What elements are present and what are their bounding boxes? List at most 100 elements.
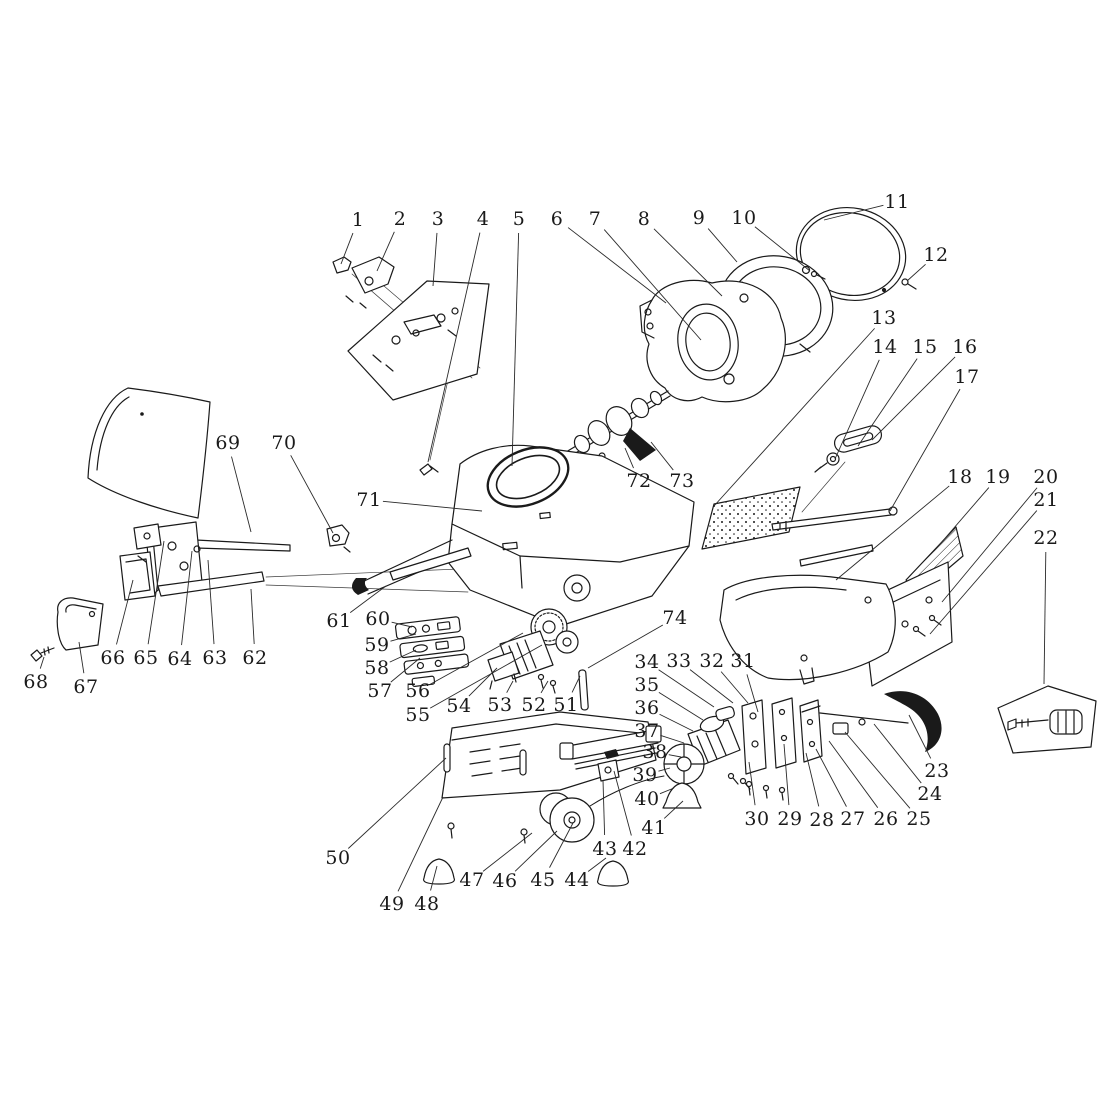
screw-68 — [30, 646, 55, 662]
small-plate — [56, 597, 104, 651]
part-number-10: 10 — [731, 207, 756, 229]
part-number-47: 47 — [459, 869, 484, 891]
part-number-38: 38 — [642, 741, 667, 763]
leader-line-46 — [514, 830, 558, 872]
leader-line-41 — [663, 800, 684, 819]
leader-line-68 — [39, 656, 45, 669]
leader-line-61 — [349, 585, 387, 613]
leader-line-19 — [933, 487, 990, 552]
leader-line-73 — [650, 441, 674, 471]
leader-line-56 — [430, 632, 524, 685]
leader-line-31 — [746, 674, 759, 713]
part-number-66: 66 — [100, 647, 125, 669]
part-number-42: 42 — [622, 838, 647, 860]
part-number-24: 24 — [917, 783, 942, 805]
part-number-51: 51 — [553, 694, 578, 716]
part-number-39: 39 — [632, 764, 657, 786]
leader-line-22 — [1043, 551, 1047, 685]
leader-line-51 — [571, 675, 581, 693]
tension-handle — [819, 691, 942, 752]
part-number-30: 30 — [744, 808, 769, 830]
part-number-48: 48 — [414, 893, 439, 915]
crank-assembly — [565, 390, 671, 461]
leader-line-4 — [427, 232, 481, 463]
leader-line-10 — [754, 226, 811, 272]
part-number-63: 63 — [202, 647, 227, 669]
leader-line-13 — [713, 328, 875, 507]
part-number-67: 67 — [73, 676, 98, 698]
leader-line-43 — [602, 779, 606, 836]
part-number-61: 61 — [326, 610, 351, 632]
leader-line-9 — [707, 228, 738, 263]
leader-line-70 — [290, 455, 334, 534]
leader-line-38 — [668, 754, 682, 758]
top-plate — [347, 280, 490, 401]
part-number-60: 60 — [365, 608, 390, 630]
part-number-8: 8 — [638, 208, 651, 230]
part-number-15: 15 — [912, 336, 937, 358]
base-plate — [441, 711, 662, 844]
leader-line-30 — [748, 761, 756, 806]
leader-line-64 — [181, 550, 193, 646]
part-number-20: 20 — [1033, 466, 1058, 488]
part-number-17: 17 — [954, 366, 979, 388]
part-number-28: 28 — [809, 809, 834, 831]
part-number-16: 16 — [952, 336, 977, 358]
leader-line-66 — [116, 579, 134, 645]
leader-line-16 — [871, 356, 956, 441]
part-number-36: 36 — [634, 697, 659, 719]
part-number-3: 3 — [432, 208, 445, 230]
part-number-57: 57 — [367, 680, 392, 702]
leader-line-49 — [397, 796, 444, 892]
knob-inset — [997, 685, 1097, 754]
leader-line-63 — [207, 559, 215, 645]
gear-cluster — [487, 608, 589, 711]
curved-guard — [719, 574, 896, 685]
leader-line-57 — [390, 657, 421, 683]
part-number-65: 65 — [133, 647, 158, 669]
leader-line-69 — [231, 456, 252, 533]
leader-line-5 — [511, 232, 520, 467]
part-number-64: 64 — [167, 648, 192, 670]
main-body — [351, 444, 695, 627]
leader-line-47 — [482, 832, 533, 872]
part-number-72: 72 — [626, 470, 651, 492]
part-number-21: 21 — [1033, 489, 1058, 511]
leader-line-50 — [347, 757, 447, 849]
leader-line-29 — [783, 743, 790, 806]
leader-line-3 — [432, 232, 438, 287]
part-number-44: 44 — [564, 869, 589, 891]
rods — [771, 506, 898, 567]
part-number-26: 26 — [873, 808, 898, 830]
part-number-23: 23 — [924, 760, 949, 782]
part-number-68: 68 — [23, 671, 48, 693]
part-number-46: 46 — [492, 870, 517, 892]
leader-line-7 — [603, 229, 702, 341]
leader-line-53 — [506, 680, 514, 693]
part-number-33: 33 — [666, 650, 691, 672]
part-number-74: 74 — [662, 607, 687, 629]
leader-line-1 — [340, 232, 354, 265]
leader-line-48 — [430, 865, 438, 891]
leader-line-27 — [815, 748, 847, 807]
leader-line-42 — [613, 770, 632, 836]
part-number-19: 19 — [985, 466, 1010, 488]
leader-line-67 — [78, 641, 85, 674]
leader-line-18 — [835, 485, 950, 581]
clamp — [326, 524, 351, 553]
part-number-53: 53 — [487, 694, 512, 716]
part-number-45: 45 — [530, 869, 555, 891]
part-number-11: 11 — [884, 191, 909, 213]
gauge-strip — [701, 486, 801, 550]
part-number-31: 31 — [730, 650, 755, 672]
switch-plates — [394, 616, 470, 688]
part-number-29: 29 — [777, 808, 802, 830]
leader-line-23 — [908, 714, 932, 759]
leader-line-37 — [660, 734, 685, 744]
part-number-56: 56 — [405, 680, 430, 702]
leader-line-11 — [823, 204, 884, 221]
leader-line-21 — [929, 510, 1038, 635]
leader-line-36 — [659, 713, 694, 732]
leader-line-58 — [389, 649, 417, 663]
